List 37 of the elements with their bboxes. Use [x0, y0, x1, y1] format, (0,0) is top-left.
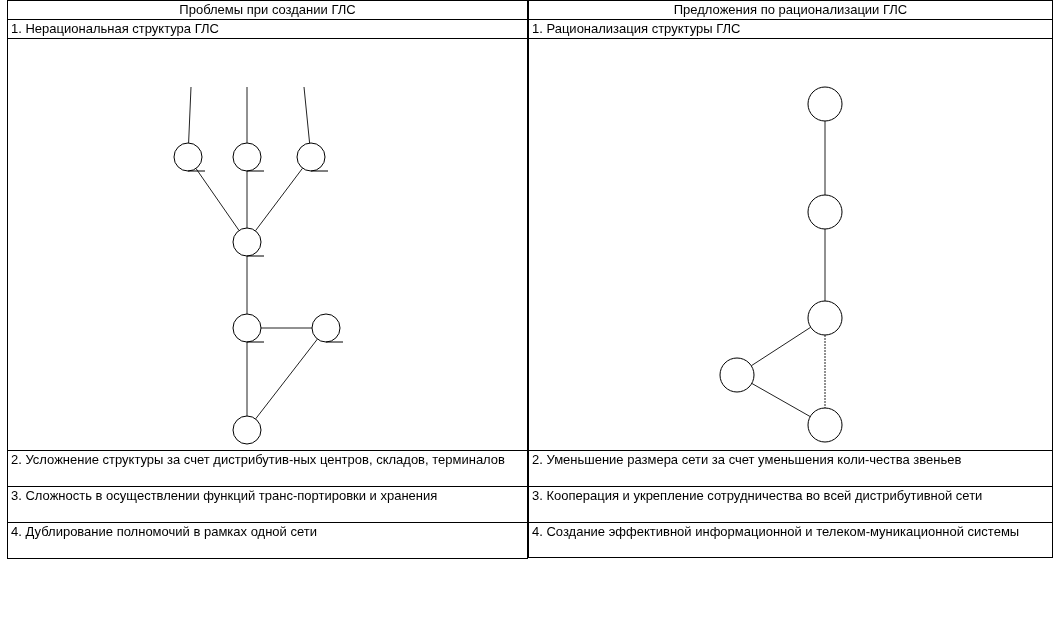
connector-line	[824, 120, 826, 196]
table-cell-text: 4. Дублирование полномочий в рамках одной сети	[11, 523, 318, 540]
table-cell-text: 3. Кооперация и укрепление сотрудничества во всей дистрибутивной сети	[532, 487, 984, 504]
circle-node	[807, 194, 843, 230]
circle-node	[807, 407, 843, 443]
circle-node	[232, 415, 262, 445]
connector-line	[824, 228, 826, 302]
circle-node	[296, 142, 328, 172]
circle-node	[173, 142, 205, 172]
connector-line	[751, 382, 811, 418]
circle-node	[807, 300, 843, 336]
table-cell-text: 4. Создание эффективной информационной и телеком-муникационной системы	[532, 523, 1021, 540]
circle-node	[232, 142, 264, 172]
table-cell-text: 1. Рационализация структуры ГЛС	[532, 20, 742, 37]
table-cell-text: Проблемы при создании ГЛС	[178, 1, 357, 18]
connector-line	[246, 255, 248, 315]
connector-line	[246, 86, 248, 144]
connector-line	[195, 168, 240, 231]
table-cell-text: 1. Нерациональная структура ГЛС	[11, 20, 220, 37]
circle-node	[807, 86, 843, 122]
table-cell-text: 2. Уменьшение размера сети за счет уменьшения коли-чества звеньев	[532, 451, 963, 468]
connector-line	[255, 338, 318, 420]
table-cell-text: 3. Сложность в осуществлении функций транс-портировки и хранения	[11, 487, 439, 504]
table-cell-text: Предложения по рационализации ГЛС	[672, 1, 909, 18]
connector-line	[254, 167, 304, 232]
connector-line	[303, 86, 311, 144]
connector-line	[260, 327, 313, 329]
circle-node	[232, 313, 264, 343]
connector-line	[824, 334, 826, 409]
circle-node	[232, 227, 264, 257]
connector-line	[750, 326, 812, 367]
connector-line	[246, 341, 248, 417]
circle-node	[311, 313, 343, 343]
circle-node	[719, 357, 755, 393]
table-cell-text: 2. Усложнение структуры за счет дистрибутив-ных центров, складов, терминалов	[11, 451, 506, 468]
connector-line	[188, 86, 192, 144]
connector-line	[246, 170, 248, 229]
